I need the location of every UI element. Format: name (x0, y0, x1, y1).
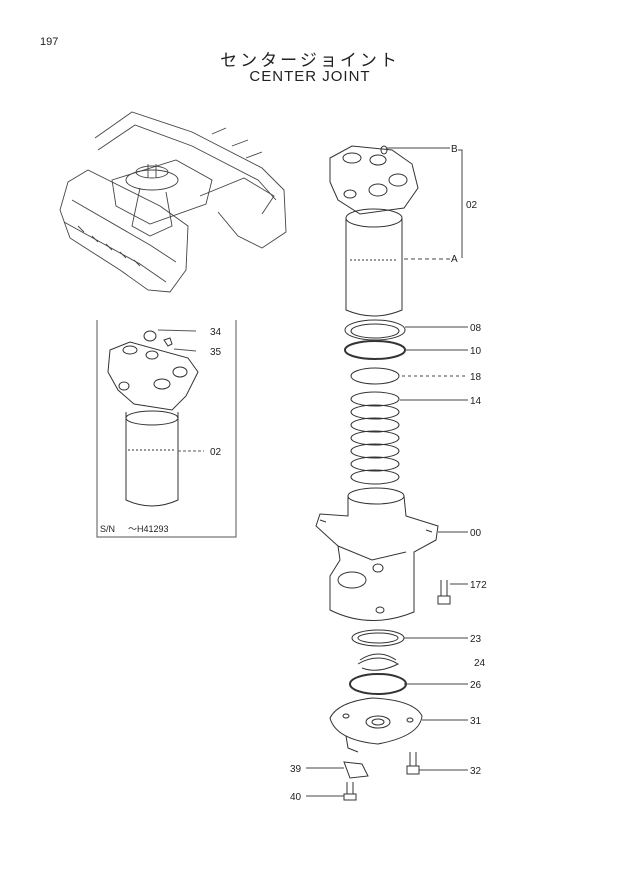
inset-center-joint-head (107, 330, 199, 411)
part-26-o-ring (349, 673, 407, 695)
part-24-snap-ring (357, 653, 400, 671)
callout-00: 00 (470, 528, 482, 539)
callout-b: B (451, 144, 458, 155)
inset-callout-35: 35 (210, 347, 222, 358)
callout-26: 26 (470, 680, 482, 691)
inset-callout-34: 34 (210, 327, 222, 338)
undercarriage-illustration (59, 111, 287, 293)
callout-labels: 02 B A 08 10 18 14 00 172 23 24 26 31 32… (290, 144, 487, 803)
part-32-bolt (406, 752, 420, 775)
part-40-bolt (343, 782, 357, 801)
part-02-center-joint-rotor (329, 145, 419, 317)
callout-23: 23 (470, 634, 482, 645)
callout-32: 32 (470, 766, 482, 777)
callout-a: A (451, 254, 458, 265)
callout-24: 24 (474, 658, 486, 669)
page-number: 197 (40, 36, 59, 48)
inset-callout-02: 02 (210, 447, 222, 458)
inset-panel: 34 35 02 S/N ～H41293 (96, 320, 237, 538)
inset-serial-value: ～H41293 (128, 524, 169, 534)
part-18-ring (350, 367, 400, 385)
part-08-ring (344, 319, 406, 341)
callout-31: 31 (470, 716, 482, 727)
part-23-ring (351, 629, 405, 647)
callout-39: 39 (290, 764, 302, 775)
leader-lines (306, 147, 468, 797)
inset-shaft (125, 410, 179, 507)
part-10-o-ring (344, 340, 406, 360)
callout-14: 14 (470, 396, 482, 407)
part-14-seal-stack (350, 391, 400, 485)
callout-10: 10 (470, 346, 482, 357)
callout-08: 08 (470, 323, 482, 334)
title-japanese: センタージョイント (220, 51, 400, 71)
part-00-center-joint-body (315, 487, 439, 621)
part-172-bolt (437, 580, 451, 605)
part-31-cover (329, 697, 423, 753)
callout-40: 40 (290, 792, 302, 803)
callout-02: 02 (466, 200, 478, 211)
callout-172: 172 (470, 580, 487, 591)
callout-18: 18 (470, 372, 482, 383)
title-english: CENTER JOINT (249, 68, 371, 85)
inset-serial-label: S/N (100, 524, 115, 534)
part-39-lock-plate (343, 761, 369, 779)
